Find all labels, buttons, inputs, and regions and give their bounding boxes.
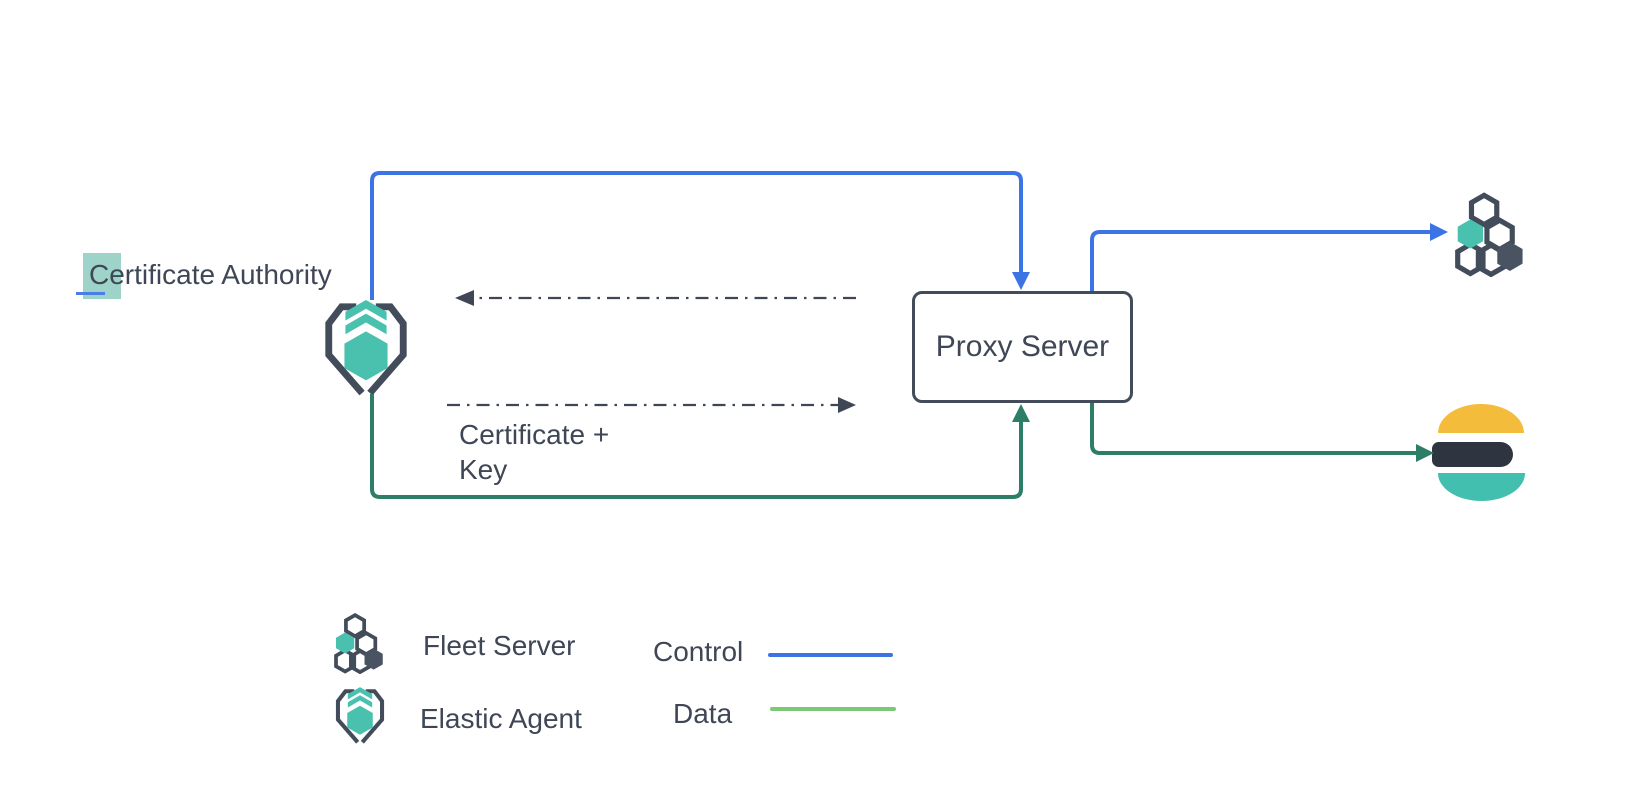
agent-chevron-icon <box>347 695 373 708</box>
agent-chevron-icon <box>345 313 387 335</box>
legend-fleet-server-label: Fleet Server <box>423 630 576 661</box>
fleet-hex-outline <box>344 612 367 639</box>
agent-chevron-icon <box>347 687 373 700</box>
certificate-authority-selected-char: C <box>89 259 110 290</box>
fleet-server-icon[interactable] <box>1448 191 1534 277</box>
agent-bracket-left <box>335 689 360 744</box>
certificate-key-line1: Certificate + <box>459 419 610 450</box>
proxy-server-label: Proxy Server <box>935 330 1110 363</box>
certificate-authority-label[interactable]: Certificate Authority <box>89 257 332 292</box>
arrowhead-up-icon <box>1012 404 1030 422</box>
fleet-hex-teal <box>1457 219 1484 249</box>
legend-elastic-agent-label: Elastic Agent <box>420 703 582 734</box>
agent-chevron-icon <box>345 299 387 321</box>
arrowhead-right-icon <box>838 397 856 413</box>
elasticsearch-logo-top-arc <box>1438 404 1524 433</box>
legend-fleet-server-icon[interactable] <box>328 612 392 674</box>
text-selection-highlight <box>83 253 121 299</box>
arrowhead-left-icon <box>455 290 474 306</box>
legend-data-line-sample <box>770 707 896 711</box>
legend-control-label: Control <box>653 636 744 667</box>
agent-bracket-right <box>367 303 407 396</box>
elasticsearch-logo-middle-bar <box>1432 442 1513 467</box>
fleet-hex-outline <box>1468 192 1500 228</box>
fleet-hex-teal <box>336 632 355 654</box>
certificate-key-line2: Key <box>459 454 508 485</box>
legend-control-line-sample <box>768 653 893 657</box>
certificate-key-note[interactable]: Certificate + Key <box>459 417 609 487</box>
connector-data-proxy-to-elasticsearch[interactable] <box>1090 403 1434 462</box>
connector-cert-dashed-right[interactable] <box>447 397 856 413</box>
elasticsearch-logo-bottom-arc <box>1438 473 1525 501</box>
certificate-authority-label-rest: ertificate Authority <box>109 259 332 290</box>
agent-hexagon <box>347 705 373 735</box>
arrowhead-down-icon <box>1012 272 1030 290</box>
elastic-agent-icon[interactable] <box>316 298 416 396</box>
fleet-hex-dark <box>1497 241 1523 271</box>
elasticsearch-logo[interactable] <box>1428 400 1532 506</box>
legend-elastic-agent-icon[interactable] <box>331 686 389 744</box>
fleet-hex-dark <box>364 648 383 670</box>
legend-data-label: Data <box>673 698 733 729</box>
arrowhead-right-icon <box>1430 223 1448 241</box>
agent-hexagon <box>344 331 388 381</box>
text-caret <box>76 292 105 295</box>
connector-control-agent-to-proxy[interactable] <box>370 171 1030 300</box>
agent-bracket-right <box>360 689 385 744</box>
agent-bracket-left <box>325 303 365 396</box>
proxy-server-node[interactable]: Proxy Server <box>912 291 1133 403</box>
connector-cert-dashed-left[interactable] <box>455 290 856 306</box>
connector-control-proxy-to-fleet[interactable] <box>1090 223 1448 291</box>
